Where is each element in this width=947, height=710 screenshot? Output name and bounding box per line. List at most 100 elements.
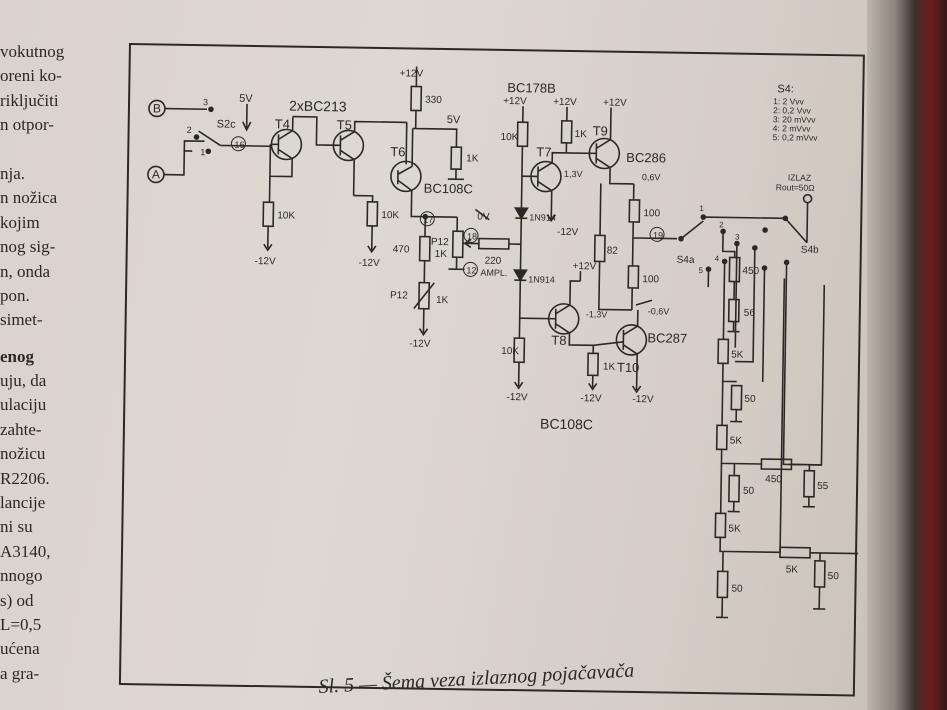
s4b-wiper <box>784 217 808 244</box>
s4a-wiper <box>680 220 704 240</box>
svg-text:1K: 1K <box>575 129 588 140</box>
label-s4a: S4a <box>677 255 695 266</box>
label-bc108c-t6: BC108C <box>424 181 473 197</box>
svg-text:2: 0,2 Vvv: 2: 0,2 Vvv <box>773 105 812 116</box>
label-s2c: S2c <box>217 118 237 130</box>
svg-text:+12V: +12V <box>553 97 577 108</box>
resistor-470 <box>418 235 431 262</box>
svg-text:1: 1 <box>699 204 704 213</box>
left-column-line: simet- <box>0 310 43 330</box>
ladder-resistor-5k-1 <box>717 338 730 365</box>
left-column-line: enog <box>0 346 34 366</box>
left-column-line: lancije <box>0 493 46 513</box>
resistor-t4-10k <box>262 201 275 228</box>
svg-text:50: 50 <box>731 584 743 595</box>
svg-text:330: 330 <box>425 95 442 106</box>
svg-text:0,6V: 0,6V <box>642 172 661 182</box>
svg-text:1: 2 Vvv: 1: 2 Vvv <box>773 96 805 106</box>
svg-text:-12V: -12V <box>254 256 276 267</box>
svg-text:T4: T4 <box>275 116 290 131</box>
label-node-19: 19 <box>653 230 663 240</box>
left-column-line: uju, da <box>0 371 47 391</box>
ladder-resistor-5k-3 <box>714 512 727 539</box>
resistor-1k-t8 <box>587 352 599 377</box>
s2c-wiper <box>198 130 221 147</box>
svg-text:1K: 1K <box>603 362 616 373</box>
left-column-line: n nožica <box>0 188 58 208</box>
left-column-line: ni su <box>0 517 33 537</box>
svg-text:+12V: +12V <box>603 97 627 108</box>
svg-text:1K: 1K <box>466 153 479 164</box>
label-rout: Rout=50Ω <box>776 182 815 193</box>
svg-text:450: 450 <box>742 266 759 277</box>
left-column-line: nnogo <box>0 566 43 586</box>
label-bc108c-t8: BC108C <box>540 416 593 433</box>
svg-text:-12V: -12V <box>358 258 380 269</box>
left-column-line: zahte- <box>0 419 42 439</box>
svg-text:3: 20 mVvv: 3: 20 mVvv <box>773 114 816 125</box>
svg-text:-12V: -12V <box>506 392 528 403</box>
svg-text:10K: 10K <box>381 210 399 221</box>
svg-text:3: 3 <box>735 233 740 242</box>
svg-text:+12V: +12V <box>503 96 527 107</box>
svg-text:5V: 5V <box>447 114 461 126</box>
left-column-line: ućena <box>0 639 40 659</box>
svg-text:5K: 5K <box>728 523 741 534</box>
left-column-line: a gra- <box>0 663 40 683</box>
left-column-line: R2206. <box>0 468 50 488</box>
svg-text:82: 82 <box>607 246 619 257</box>
left-column-line: A3140, <box>0 541 51 561</box>
schematic-diagram: B A 3 2 1 S2c 16 5V 2xBC213 T4 T5 T6 BC1… <box>118 43 865 697</box>
resistor-1k-t6 <box>450 146 463 171</box>
ladder-resistor-5k-h <box>779 546 811 559</box>
svg-text:T6: T6 <box>390 144 405 159</box>
svg-text:-12V: -12V <box>632 394 654 405</box>
svg-text:-12V: -12V <box>580 393 602 404</box>
svg-text:5K: 5K <box>786 564 799 575</box>
label-bc287: BC287 <box>647 330 687 346</box>
svg-text:5K: 5K <box>731 350 744 361</box>
svg-text:1: 1 <box>200 147 205 157</box>
frame-border <box>118 43 865 697</box>
resistor-100-bottom <box>627 265 640 289</box>
left-column-line: vokutnog <box>0 42 65 61</box>
left-column-line: riključiti <box>0 90 59 110</box>
svg-text:50: 50 <box>828 571 840 582</box>
svg-text:5K: 5K <box>730 436 743 447</box>
svg-text:T5: T5 <box>337 117 352 132</box>
svg-text:4: 4 <box>715 254 720 263</box>
svg-text:55: 55 <box>817 481 829 492</box>
resistor-t5-10k <box>366 200 379 227</box>
output-terminal <box>802 193 813 204</box>
left-column-line: L=0,5 <box>0 614 42 634</box>
label-s4b: S4b <box>801 245 819 256</box>
book-page <box>0 0 900 710</box>
label-input-b: B <box>153 101 161 115</box>
left-column-line: oreni ko- <box>0 66 62 86</box>
svg-text:T9: T9 <box>593 123 608 138</box>
schematic-frame: B A 3 2 1 S2c 16 5V 2xBC213 T4 T5 T6 BC1… <box>118 42 868 702</box>
svg-text:-12V: -12V <box>557 227 579 238</box>
svg-text:-12V: -12V <box>409 338 431 349</box>
label-node-12: 12 <box>466 265 476 275</box>
ladder-resistor-50-1 <box>730 384 743 411</box>
resistor-100-top <box>628 199 641 223</box>
svg-text:50: 50 <box>744 394 756 405</box>
svg-text:4: 2 mVvv: 4: 2 mVvv <box>773 123 812 134</box>
svg-text:1K: 1K <box>436 295 449 306</box>
left-column-line: nog sig- <box>0 237 56 257</box>
left-column-line: n, onda <box>0 261 51 281</box>
resistor-220 <box>477 237 510 250</box>
svg-text:+12V: +12V <box>399 68 423 79</box>
svg-text:2: 2 <box>719 220 724 229</box>
ladder-resistor-56 <box>727 298 740 323</box>
svg-text:1K: 1K <box>435 249 448 260</box>
ladder-resistor-5k-2 <box>715 424 728 451</box>
svg-text:2: 2 <box>187 125 192 135</box>
svg-text:T10: T10 <box>617 360 640 375</box>
left-column-line: ulaciju <box>0 395 47 415</box>
left-column-line: nožicu <box>0 444 46 464</box>
resistor-82 <box>593 234 606 263</box>
svg-text:450: 450 <box>765 474 782 485</box>
svg-text:10K: 10K <box>500 132 518 143</box>
